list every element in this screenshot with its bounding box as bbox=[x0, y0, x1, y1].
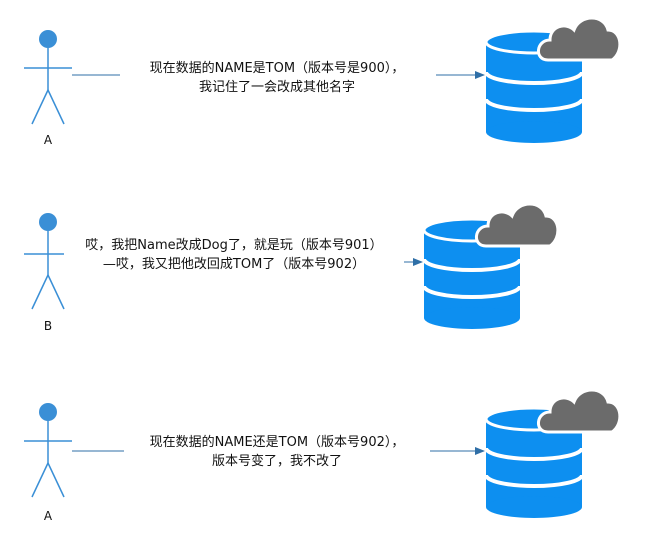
message-line-2: 我记住了一会改成其他名字 bbox=[199, 79, 355, 95]
cloud-icon bbox=[475, 202, 560, 248]
cloud-icon bbox=[537, 388, 622, 434]
message-bg bbox=[124, 432, 430, 472]
database-icon bbox=[422, 217, 522, 329]
stick-figure-icon bbox=[24, 403, 72, 498]
actor-label: A bbox=[44, 133, 53, 147]
database-icon bbox=[484, 29, 584, 143]
message-line-1: 现在数据的NAME是TOM（版本号是900）， bbox=[150, 60, 405, 76]
scene-1: A 现在数据的NAME是TOM（版本号是900）， 我记住了一会改成其他名字 bbox=[24, 16, 622, 147]
cloud-icon bbox=[537, 16, 622, 62]
actor-a-bottom: A bbox=[24, 403, 72, 523]
message-line-2: 版本号变了，我不改了 bbox=[212, 453, 342, 469]
message-line-1: 哎，我把Name改成Dog了，就是玩（版本号901） bbox=[85, 238, 382, 253]
actor-label: A bbox=[44, 509, 53, 523]
scene-2: B 哎，我把Name改成Dog了，就是玩（版本号901） —哎，我又把他改回成T… bbox=[24, 202, 560, 333]
message-line-1: 现在数据的NAME还是TOM（版本号902）， bbox=[150, 434, 405, 450]
stick-figure-icon bbox=[24, 213, 72, 310]
scene-3: A 现在数据的NAME还是TOM（版本号902）， 版本号变了，我不改了 bbox=[24, 388, 622, 523]
actor-label: B bbox=[44, 319, 52, 333]
stick-figure-icon bbox=[24, 30, 72, 125]
message-bg bbox=[120, 57, 436, 97]
message-line-2: —哎，我又把他改回成TOM了（版本号902） bbox=[103, 257, 365, 272]
message-bg bbox=[64, 234, 404, 274]
actor-b: B bbox=[24, 213, 72, 333]
actor-a-top: A bbox=[24, 30, 72, 147]
